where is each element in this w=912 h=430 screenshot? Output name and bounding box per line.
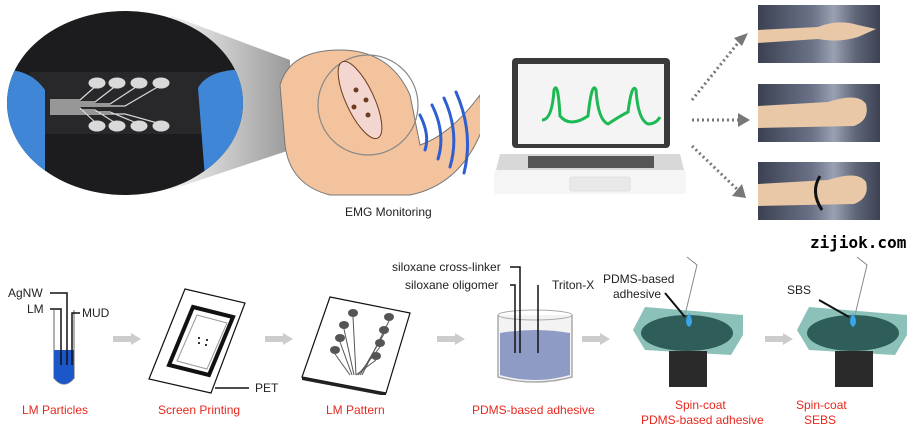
caption-spin-coat-sebs-line1: Spin-coat	[796, 398, 847, 412]
step-arrow-icon	[437, 333, 465, 345]
arrow-up-icon	[690, 37, 744, 101]
caption-spin-coat-pdms-line1: Spin-coat	[675, 398, 726, 412]
electrode-pattern	[50, 77, 170, 132]
caption-spin-coat-sebs-line2: SEBS	[804, 413, 837, 427]
left-glove	[7, 69, 45, 180]
label-triton-x: Triton-X	[552, 278, 595, 292]
caption-pdms-adhesive: PDMS-based adhesive	[472, 403, 595, 417]
caption-lm-particles: LM Particles	[22, 403, 89, 417]
label-pet: PET	[255, 381, 279, 395]
spin-motor	[835, 351, 873, 387]
right-glove	[198, 69, 243, 180]
pipette-icon	[684, 256, 698, 316]
spin-chuck	[641, 315, 733, 351]
gesture-photo-fist	[758, 84, 880, 142]
spin-motor	[669, 351, 707, 387]
label-agnw: AgNW	[8, 286, 43, 300]
label-adhesive: adhesive	[613, 287, 662, 301]
emg-signal-waves-icon	[418, 90, 470, 175]
pipette-icon	[854, 256, 868, 316]
label-siloxane-oligomer: siloxane oligomer	[405, 278, 499, 292]
label-siloxane-cross-linker: siloxane cross-linker	[392, 260, 501, 274]
emg-monitoring-label: EMG Monitoring	[345, 205, 432, 219]
label-lm: LM	[27, 302, 44, 316]
muscle-fibers-icon	[337, 60, 383, 140]
step-arrow-icon	[765, 333, 793, 345]
caption-screen-printing: Screen Printing	[158, 403, 241, 417]
label-mud: MUD	[82, 306, 110, 320]
caption-spin-coat-pdms-line2: PDMS-based adhesive	[641, 413, 764, 427]
spin-chuck	[807, 315, 899, 351]
droplet-icon	[686, 313, 692, 327]
emg-signal-line	[541, 86, 662, 126]
label-pdms-based: PDMS-based	[603, 272, 675, 286]
pdms-liquid	[500, 330, 570, 380]
rotation-arrow-icon	[814, 175, 824, 211]
watermark: zijiok.com	[810, 233, 907, 252]
step-arrow-icon	[582, 333, 610, 345]
gesture-photo-wrist-rotation	[758, 162, 880, 220]
arrow-down-icon	[690, 144, 742, 194]
keyboard	[528, 156, 654, 168]
gesture-photo-open-hand	[758, 5, 880, 63]
droplet-icon	[850, 313, 856, 327]
step-arrow-icon	[265, 333, 293, 345]
gesture-arrows	[690, 33, 750, 198]
caption-lm-pattern: LM Pattern	[326, 403, 385, 417]
label-sbs: SBS	[787, 283, 812, 297]
step-arrow-icon	[113, 333, 141, 345]
lm-solution	[54, 350, 74, 384]
